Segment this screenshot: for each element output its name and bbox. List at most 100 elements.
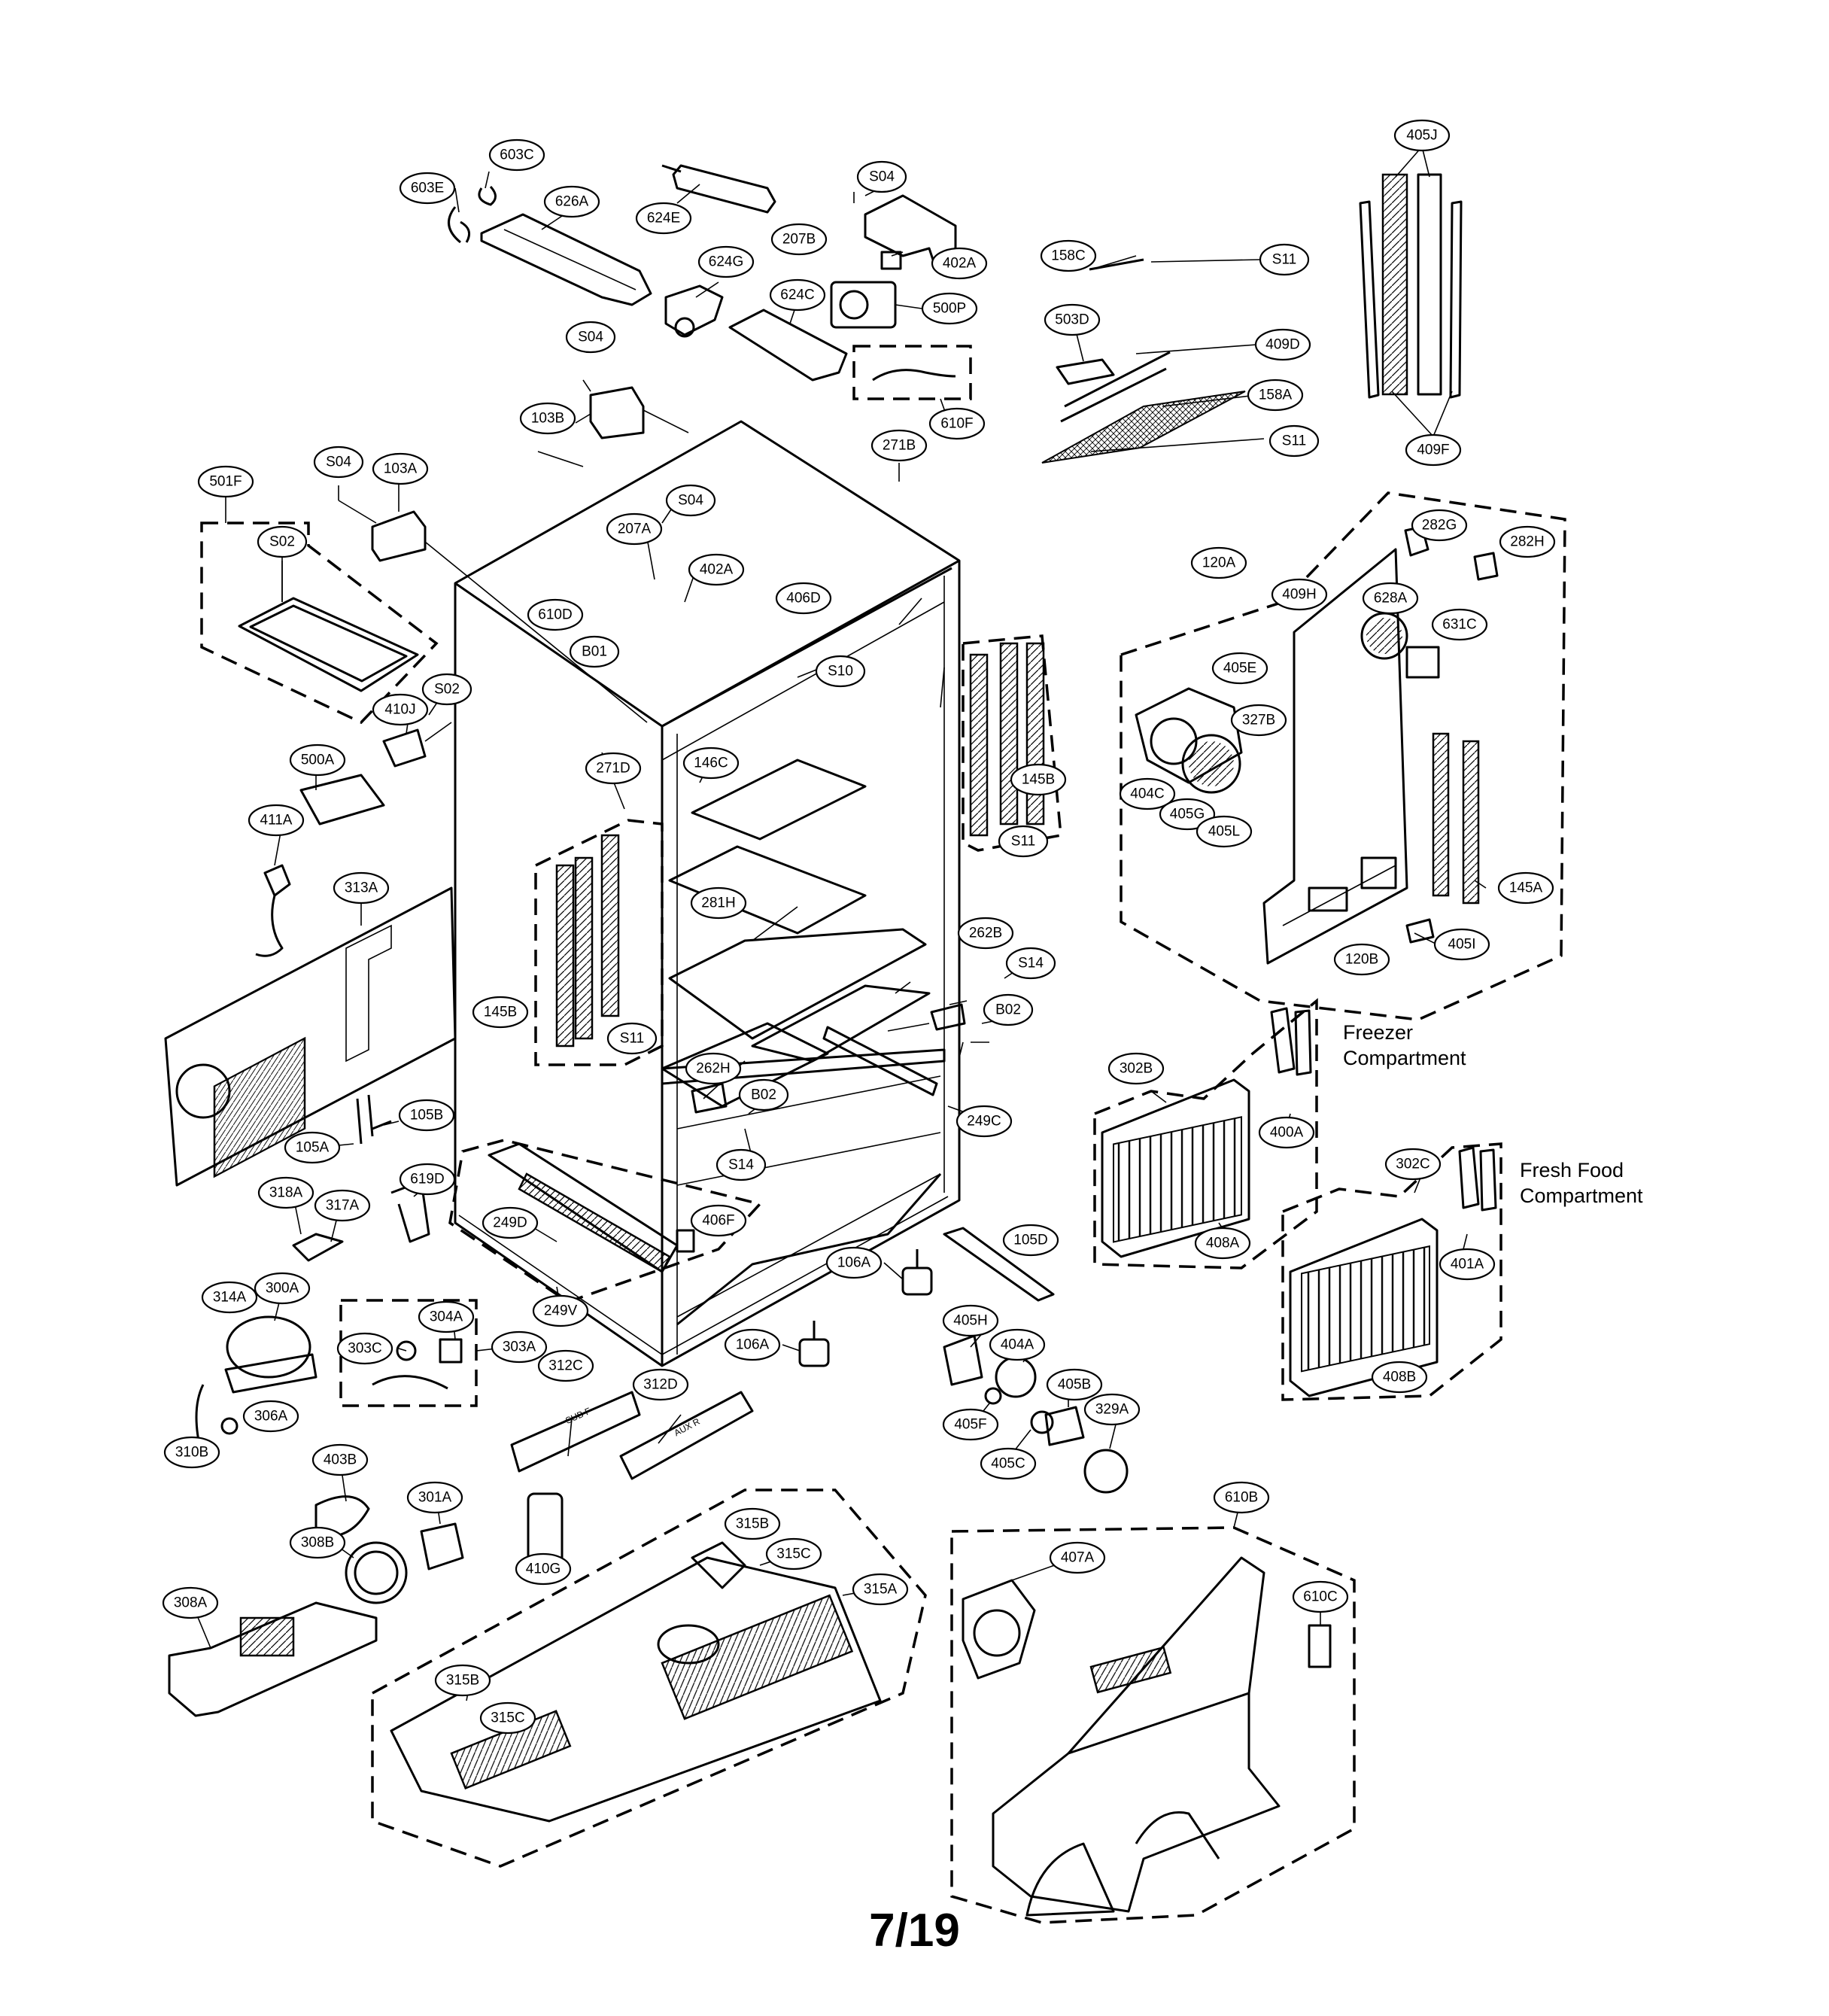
svg-text:314A: 314A bbox=[213, 1290, 247, 1306]
part-207B-bracket bbox=[853, 192, 957, 261]
callout-411A: 411A bbox=[248, 804, 305, 837]
callout-400A: 400A bbox=[1258, 1116, 1315, 1149]
svg-text:405F: 405F bbox=[954, 1417, 986, 1433]
callout-405J: 405J bbox=[1393, 119, 1451, 152]
svg-text:B01: B01 bbox=[582, 644, 607, 660]
callout-603C: 603C bbox=[488, 138, 545, 172]
callout-406D: 406D bbox=[775, 582, 832, 615]
callout-106A-a: 106A bbox=[825, 1246, 883, 1279]
svg-text:329A: 329A bbox=[1095, 1402, 1129, 1418]
svg-text:300A: 300A bbox=[266, 1281, 299, 1297]
svg-text:262H: 262H bbox=[696, 1061, 730, 1077]
svg-text:B02: B02 bbox=[995, 1002, 1021, 1018]
svg-text:405J: 405J bbox=[1406, 128, 1437, 144]
svg-text:619D: 619D bbox=[410, 1172, 444, 1187]
callout-404A: 404A bbox=[989, 1328, 1046, 1361]
svg-text:610D: 610D bbox=[538, 607, 572, 623]
svg-text:408A: 408A bbox=[1206, 1236, 1240, 1251]
callout-610B: 610B bbox=[1213, 1481, 1270, 1514]
svg-text:410J: 410J bbox=[384, 702, 415, 718]
svg-text:249V: 249V bbox=[544, 1303, 578, 1319]
callout-315A: 315A bbox=[852, 1573, 909, 1606]
callout-624C: 624C bbox=[769, 278, 826, 312]
svg-text:405I: 405I bbox=[1448, 937, 1476, 953]
callout-409F: 409F bbox=[1405, 433, 1462, 467]
callout-S10: S10 bbox=[815, 655, 866, 688]
svg-text:408B: 408B bbox=[1383, 1370, 1416, 1385]
callout-120A: 120A bbox=[1190, 546, 1247, 579]
part-313A-back-panel bbox=[164, 886, 457, 1187]
svg-text:410G: 410G bbox=[526, 1561, 561, 1577]
svg-text:313A: 313A bbox=[345, 880, 378, 896]
part-249C-rail bbox=[822, 1026, 938, 1096]
svg-text:207A: 207A bbox=[618, 521, 652, 537]
callout-262H: 262H bbox=[685, 1052, 742, 1085]
callout-300A: 300A bbox=[254, 1272, 311, 1305]
callout-B02-b: B02 bbox=[738, 1078, 789, 1111]
callout-B01: B01 bbox=[569, 635, 620, 668]
part-308B-shroud bbox=[345, 1541, 408, 1604]
callout-S02-a: S02 bbox=[257, 525, 308, 558]
callout-282H: 282H bbox=[1499, 525, 1556, 558]
svg-text:327B: 327B bbox=[1242, 713, 1275, 728]
callout-S11-d: S11 bbox=[606, 1022, 658, 1055]
part-624C-cover bbox=[728, 309, 848, 382]
part-103A-box bbox=[338, 500, 648, 723]
callout-314A: 314A bbox=[201, 1281, 258, 1314]
callout-401A: 401A bbox=[1439, 1248, 1496, 1281]
svg-text:401A: 401A bbox=[1451, 1257, 1484, 1273]
callout-315B-a: 315B bbox=[724, 1507, 781, 1540]
part-603E-clip bbox=[448, 206, 471, 244]
svg-text:262B: 262B bbox=[969, 926, 1002, 941]
callout-207A: 207A bbox=[606, 512, 663, 546]
callout-610F: 610F bbox=[928, 407, 986, 440]
fresh-food-compartment-caption: Fresh Food Compartment bbox=[1520, 1159, 1643, 1207]
callout-405I: 405I bbox=[1433, 928, 1490, 961]
callout-405G: 405G bbox=[1159, 798, 1216, 831]
freezer-compartment-caption: Freezer Compartment bbox=[1343, 1021, 1466, 1069]
part-106A-leveler-2 bbox=[798, 1321, 830, 1367]
svg-text:308B: 308B bbox=[301, 1535, 334, 1551]
part-145B-right-rails bbox=[962, 634, 1062, 852]
svg-text:249D: 249D bbox=[493, 1215, 527, 1231]
callout-105B: 105B bbox=[398, 1099, 455, 1132]
svg-text:405L: 405L bbox=[1208, 824, 1240, 840]
part-315A-group bbox=[371, 1488, 927, 1868]
svg-text:624G: 624G bbox=[709, 254, 743, 270]
callout-271B: 271B bbox=[870, 429, 928, 462]
part-262H-bracket bbox=[691, 1082, 728, 1114]
svg-text:282H: 282H bbox=[1510, 534, 1544, 550]
svg-text:404A: 404A bbox=[1001, 1337, 1035, 1353]
svg-text:303A: 303A bbox=[503, 1339, 536, 1355]
part-318A-317A-valve bbox=[292, 1233, 344, 1262]
svg-text:503D: 503D bbox=[1055, 312, 1089, 328]
callout-409D: 409D bbox=[1254, 328, 1311, 361]
part-303A-group bbox=[339, 1299, 478, 1407]
svg-text:S04: S04 bbox=[678, 493, 703, 509]
part-624G-valve bbox=[664, 284, 724, 338]
part-409D-rods bbox=[1060, 351, 1171, 423]
svg-text:303C: 303C bbox=[348, 1341, 381, 1357]
svg-text:312D: 312D bbox=[643, 1377, 677, 1393]
svg-text:103B: 103B bbox=[531, 411, 564, 427]
part-302B-evaporator-group bbox=[1093, 998, 1318, 1270]
svg-text:S04: S04 bbox=[326, 455, 351, 470]
callout-500A: 500A bbox=[289, 743, 346, 777]
callout-S04-d: S04 bbox=[665, 484, 716, 517]
svg-text:271B: 271B bbox=[883, 438, 916, 454]
callout-103A: 103A bbox=[372, 452, 429, 485]
svg-text:315B: 315B bbox=[736, 1516, 769, 1532]
svg-text:631C: 631C bbox=[1442, 617, 1476, 633]
svg-text:158A: 158A bbox=[1259, 388, 1293, 403]
callout-503D: 503D bbox=[1044, 303, 1101, 336]
svg-text:312C: 312C bbox=[548, 1358, 582, 1374]
callout-408A: 408A bbox=[1194, 1227, 1251, 1260]
svg-text:402A: 402A bbox=[700, 562, 734, 578]
callout-103B: 103B bbox=[519, 402, 576, 435]
callout-403B: 403B bbox=[311, 1443, 369, 1476]
svg-text:145B: 145B bbox=[484, 1005, 517, 1020]
svg-text:409F: 409F bbox=[1417, 442, 1449, 458]
callout-281H: 281H bbox=[690, 886, 747, 920]
svg-text:500P: 500P bbox=[933, 301, 966, 317]
callout-303C: 303C bbox=[336, 1332, 393, 1365]
